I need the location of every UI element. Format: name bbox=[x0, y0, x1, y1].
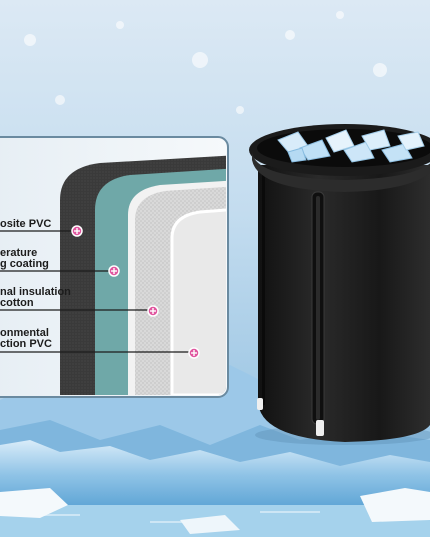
layer-label-environmental-pvc: onmental ction PVC bbox=[0, 327, 52, 350]
ice-cubes bbox=[277, 129, 425, 163]
layer-label-temperature-coating: erature g coating bbox=[0, 247, 49, 270]
cross-section-panel bbox=[0, 136, 229, 398]
layer-label-thermal-insulation-cotton: nal insulation cotton bbox=[0, 286, 71, 309]
layer-markers bbox=[71, 225, 200, 359]
ice-bath-tub bbox=[249, 124, 430, 445]
layer-label-composite-pvc: osite PVC bbox=[0, 218, 52, 230]
